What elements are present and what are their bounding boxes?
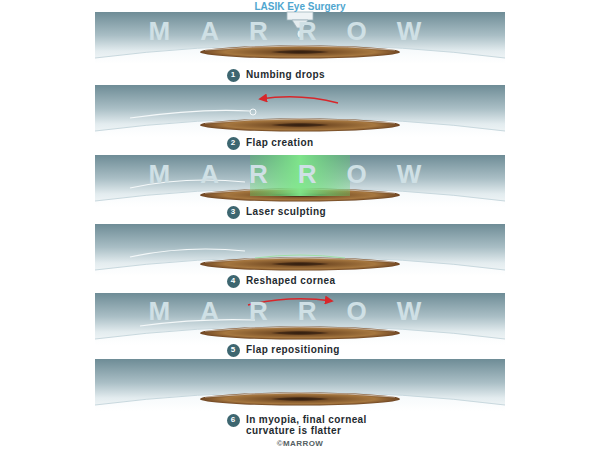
eye-panel [95,359,505,411]
step-number: 1 [231,71,235,79]
eye-panel [95,293,505,345]
step-number-circle: 5 [227,344,240,357]
step-number: 4 [231,277,235,285]
corneal-flap [130,110,250,118]
cut-arrow [260,97,338,103]
step-number: 6 [231,416,235,424]
microkeratome [250,109,256,115]
watermark: MARROW [149,18,452,44]
eye-panel [95,12,505,64]
watermark: MARROW [149,298,452,324]
reshaped-cornea [255,255,345,258]
diagram-title: LASIK Eye Surgery [254,1,345,12]
eye-panel [95,155,505,207]
step-number-circle: 2 [227,137,240,150]
step-number: 2 [231,139,235,147]
eye-panel [95,85,505,137]
watermark: MARROW [149,161,452,187]
step-number-circle: 4 [227,275,240,288]
step-number: 5 [231,346,235,354]
corneal-flap [130,249,245,257]
step-number-circle: 6 [227,414,240,427]
step-number-circle: 1 [227,69,240,82]
step-label: Flap creation [246,137,313,149]
copyright: ©MARROW [277,438,323,450]
step-label: In myopia, final corneal curvature is fl… [246,414,401,436]
step-number: 3 [231,208,235,216]
eye-panel [95,224,505,276]
step-label: Numbing drops [246,69,325,81]
step-label: Reshaped cornea [246,275,335,287]
step-label: Flap repositioning [246,344,340,356]
step-number-circle: 3 [227,206,240,219]
step-label: Laser sculpting [246,206,326,218]
